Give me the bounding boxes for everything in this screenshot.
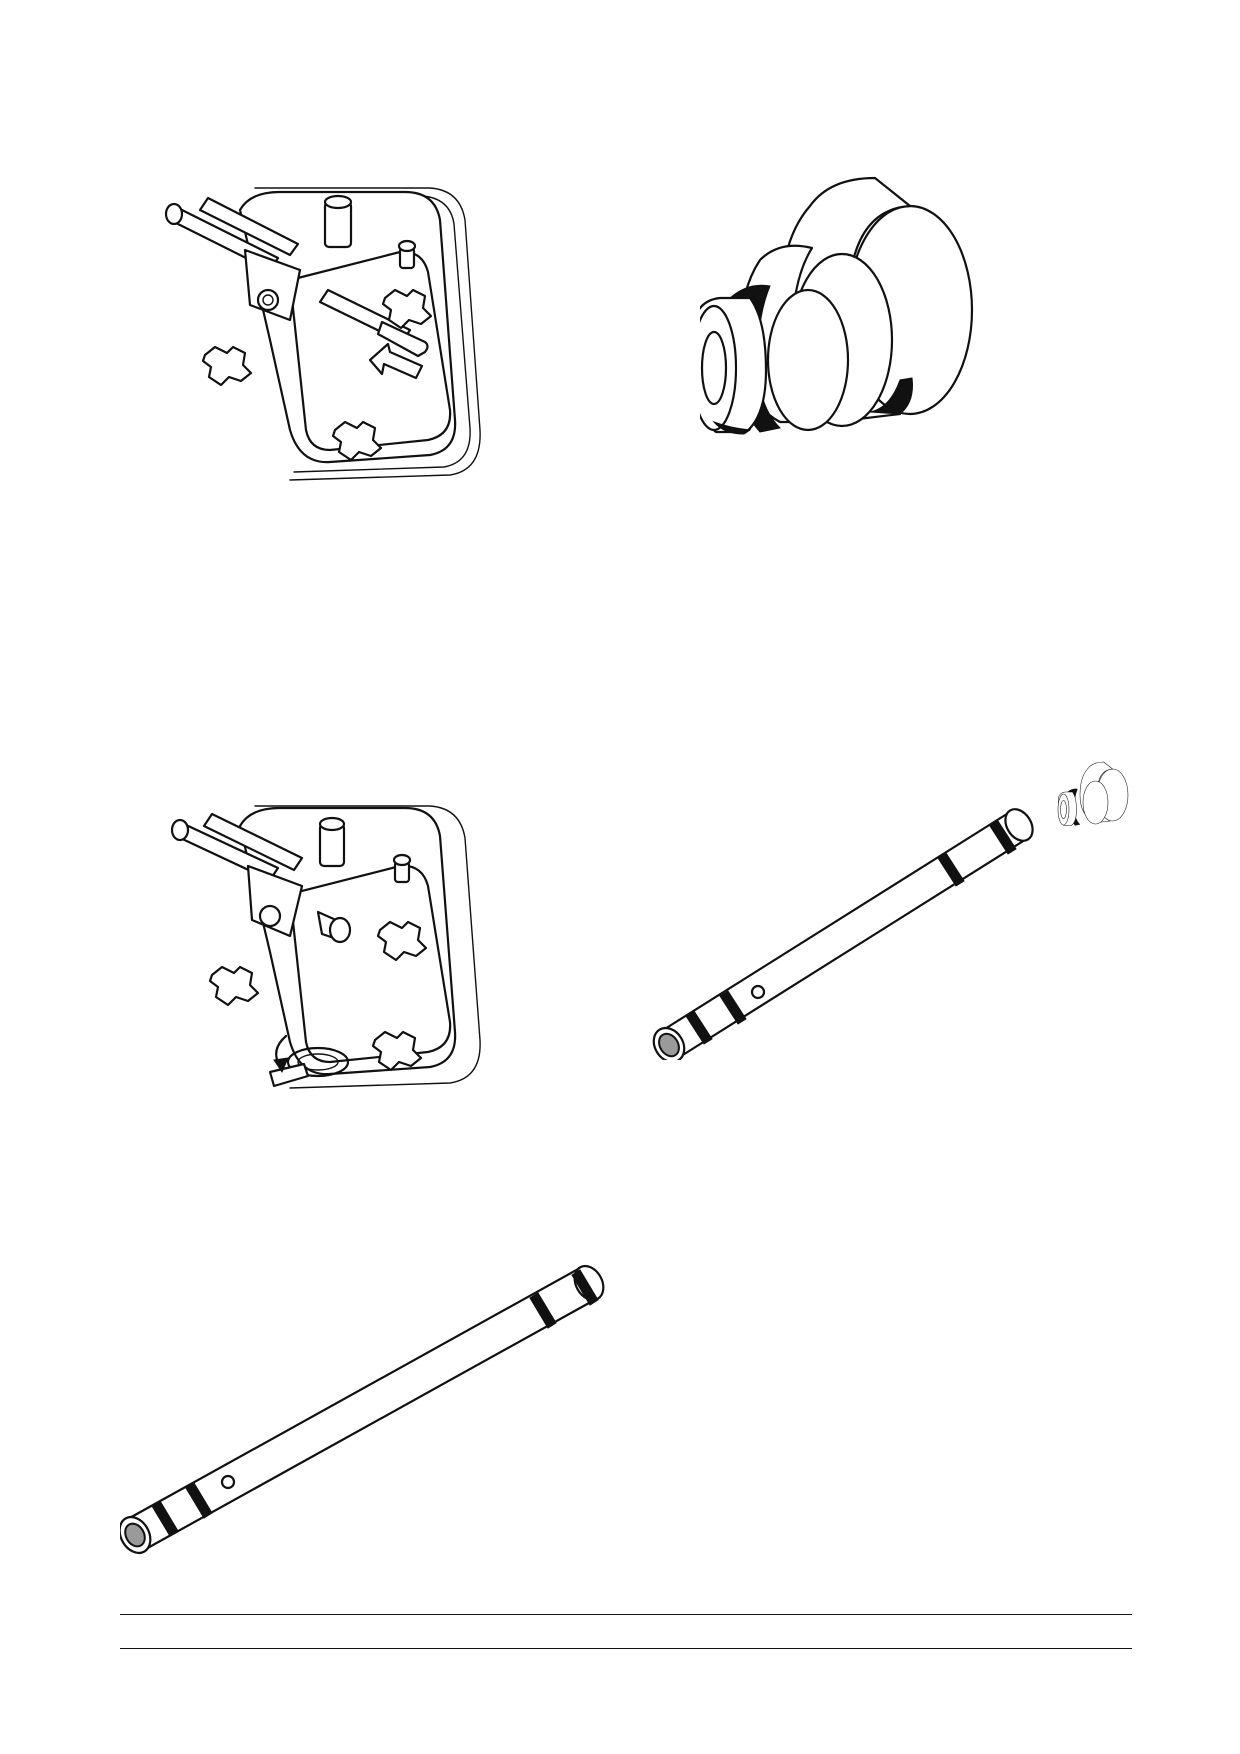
figure-pump-housing-clip xyxy=(170,800,540,1120)
footer-rule-bottom xyxy=(120,1648,1132,1649)
piston-rod-with-bushing-illustration xyxy=(652,761,1129,1060)
footer-text xyxy=(120,1622,1132,1642)
figure-stepped-bushing xyxy=(700,170,1060,490)
stepped-bushing-illustration xyxy=(700,176,974,435)
piston-rod-illustration xyxy=(120,1264,605,1555)
pump-housing-illustration-2 xyxy=(170,805,481,1089)
pump-housing-illustration-1 xyxy=(164,187,481,481)
figure-rod xyxy=(120,1240,620,1570)
figure-rod-with-bushing xyxy=(640,740,1140,1060)
figure-pump-housing-insert xyxy=(160,180,540,520)
footer-rule-top xyxy=(120,1614,1132,1615)
